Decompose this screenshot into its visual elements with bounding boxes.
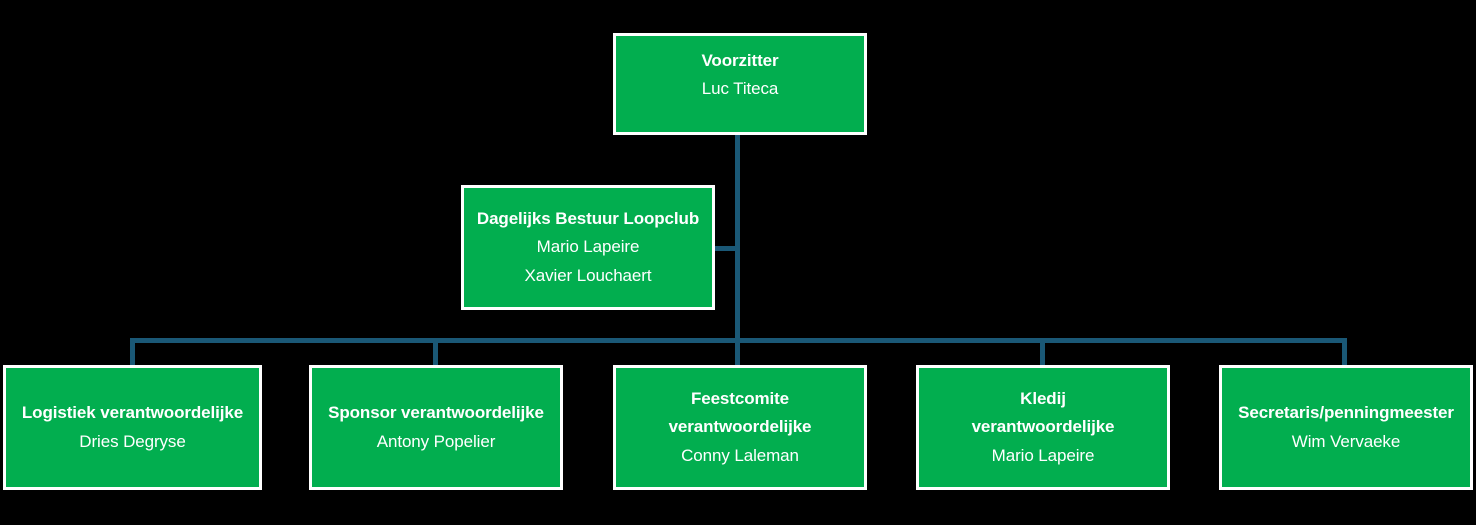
org-node-voorzitter-person-1: Luc Titeca xyxy=(701,79,779,98)
org-node-logistiek-person-1: Dries Degryse xyxy=(79,431,186,451)
connector-drop-secretaris xyxy=(1342,338,1347,366)
org-node-kledij[interactable]: Kledij verantwoordelijke Mario Lapeire xyxy=(916,365,1170,490)
connector-drop-kledij xyxy=(1040,338,1045,366)
org-node-kledij-person-1: Mario Lapeire xyxy=(991,445,1095,465)
org-node-kledij-title: Kledij verantwoordelijke xyxy=(971,389,1115,437)
org-node-feestcomite-person-1: Conny Laleman xyxy=(681,445,799,465)
org-node-secretaris-title: Secretaris/penningmeester xyxy=(1238,403,1454,423)
org-node-sponsor-title: Sponsor verantwoordelijke xyxy=(328,403,544,423)
org-node-dagelijks-bestuur[interactable]: Dagelijks Bestuur Loopclub Mario Lapeire… xyxy=(461,185,715,310)
org-node-dagelijks-bestuur-person-1: Mario Lapeire xyxy=(536,237,640,257)
org-node-secretaris-person-1: Wim Vervaeke xyxy=(1291,431,1401,451)
org-node-dagelijks-bestuur-person-2: Xavier Louchaert xyxy=(524,265,652,285)
org-node-logistiek[interactable]: Logistiek verantwoordelijke Dries Degrys… xyxy=(3,365,262,490)
org-node-secretaris[interactable]: Secretaris/penningmeester Wim Vervaeke xyxy=(1219,365,1473,490)
connector-drop-logistiek xyxy=(130,338,135,366)
org-node-voorzitter-title: Voorzitter xyxy=(701,50,779,70)
org-node-feestcomite[interactable]: Feestcomite verantwoordelijke Conny Lale… xyxy=(613,365,867,490)
org-node-sponsor-person-1: Antony Popelier xyxy=(376,431,496,451)
org-node-feestcomite-title: Feestcomite verantwoordelijke xyxy=(668,389,812,437)
org-node-voorzitter[interactable]: Voorzitter Luc Titeca xyxy=(613,33,867,135)
connector-drop-sponsor xyxy=(433,338,438,366)
connector-dagelijks-stub xyxy=(715,246,737,251)
connector-drop-feestcomite xyxy=(735,338,740,366)
connector-trunk-vertical xyxy=(735,135,740,343)
org-node-logistiek-title: Logistiek verantwoordelijke xyxy=(21,403,244,423)
org-node-dagelijks-bestuur-title: Dagelijks Bestuur Loopclub xyxy=(476,209,700,229)
org-node-sponsor[interactable]: Sponsor verantwoordelijke Antony Popelie… xyxy=(309,365,563,490)
